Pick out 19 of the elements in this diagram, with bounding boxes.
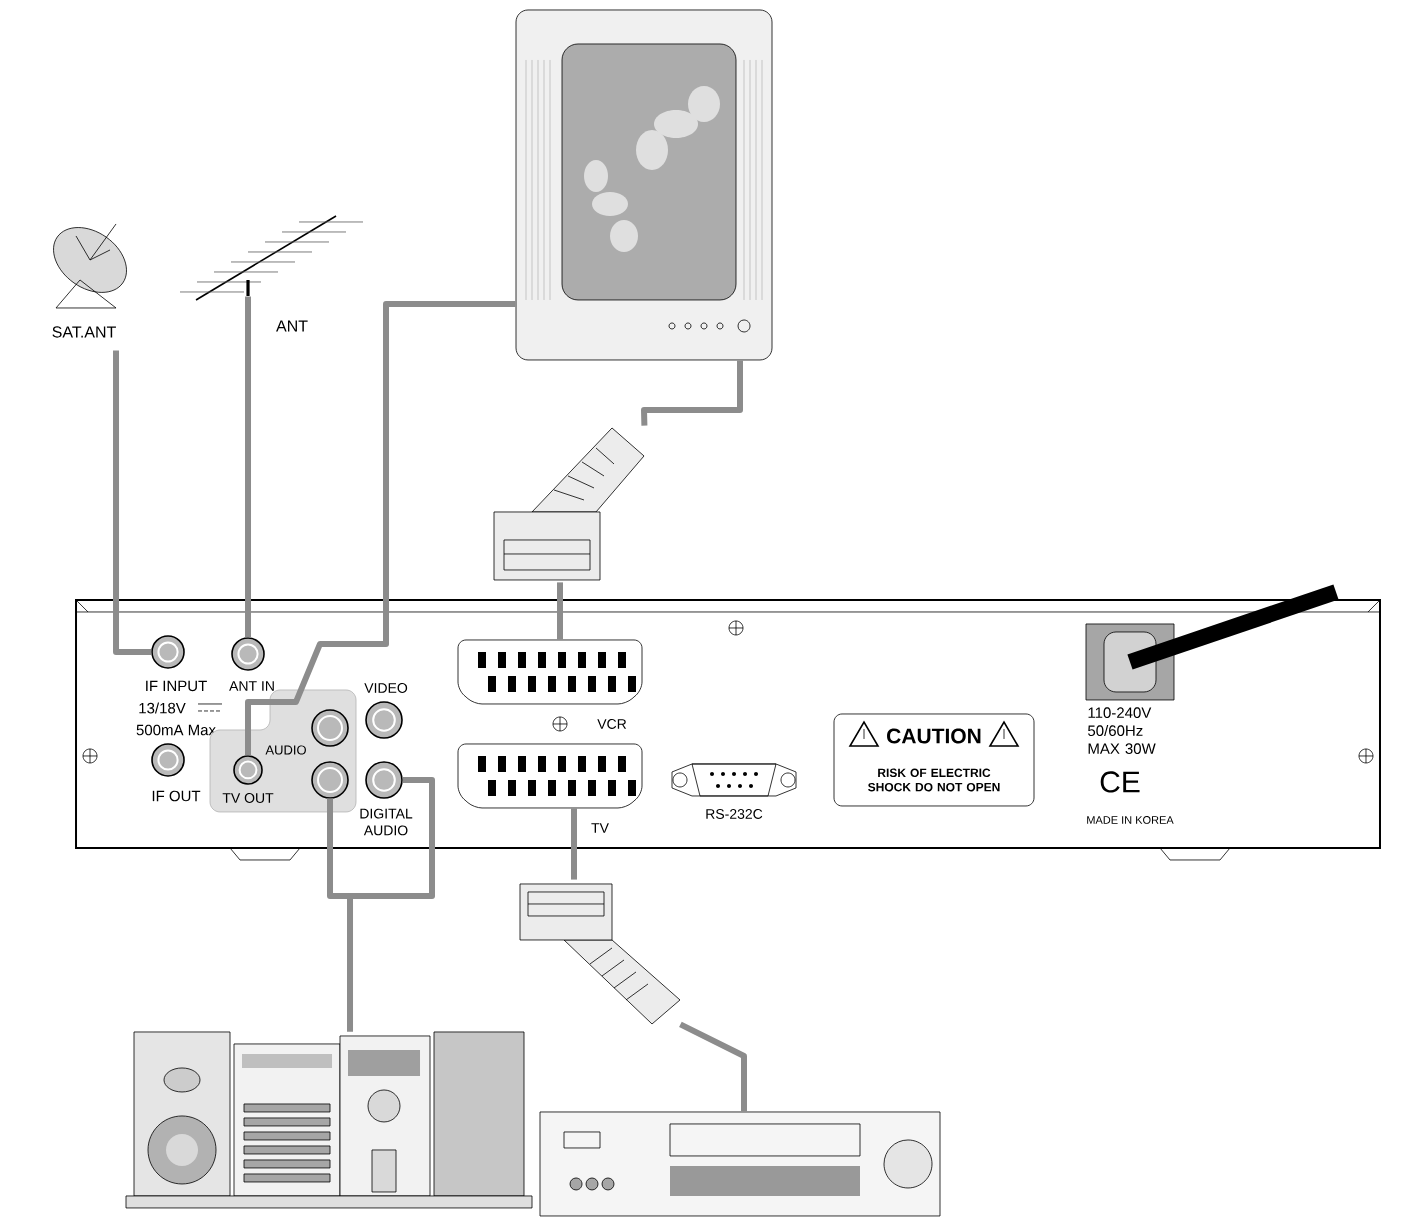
device-label: ANT [276, 320, 308, 332]
scart-plug-drawing [519, 883, 681, 1025]
power-cord [1127, 584, 1339, 670]
scart-plug-drawing [493, 427, 645, 581]
cable [557, 582, 563, 640]
vcr-drawing [539, 1111, 941, 1217]
television-drawing [515, 9, 773, 361]
cable [245, 296, 251, 638]
ce-mark: CE [1100, 771, 1140, 793]
device-label: SAT.ANT [52, 326, 116, 338]
cable [641, 360, 743, 426]
stereo-system-drawing [125, 1031, 533, 1209]
cable [679, 1021, 747, 1112]
cable [245, 301, 516, 756]
cable [571, 808, 577, 880]
satellite-dish-drawing [53, 223, 127, 309]
cable [113, 350, 152, 655]
antenna-drawing [179, 215, 364, 301]
cable [347, 776, 435, 1032]
